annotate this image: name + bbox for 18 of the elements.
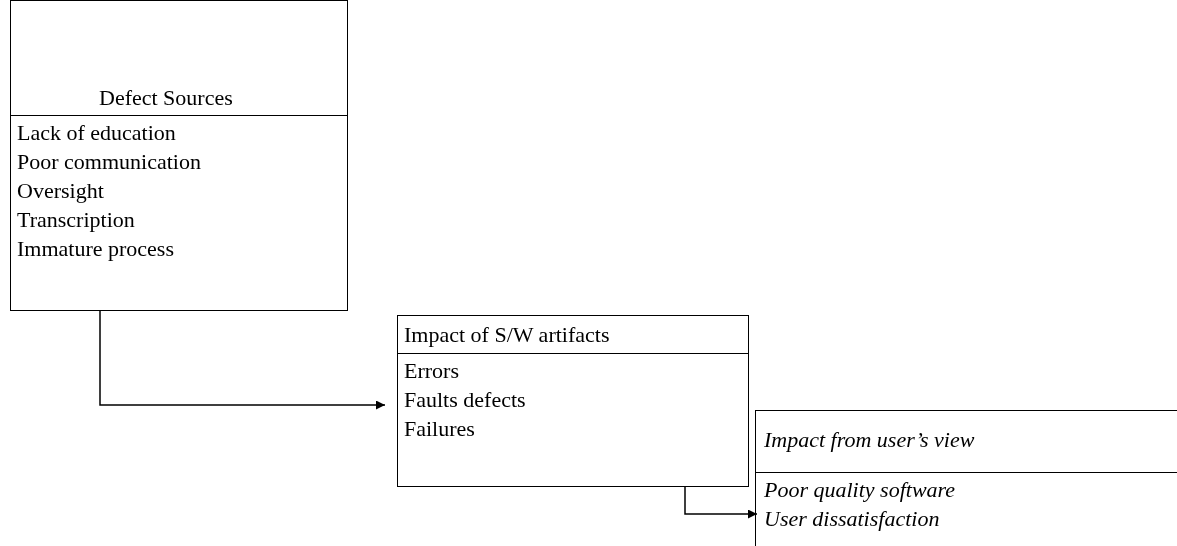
list-item: Lack of education xyxy=(17,119,176,147)
list-item: Poor communication xyxy=(17,148,201,176)
box-heading: Defect Sources xyxy=(99,84,233,112)
box-heading: Impact of S/W artifacts xyxy=(404,321,610,349)
text-box xyxy=(397,315,749,487)
arrow xyxy=(99,310,386,410)
list-item: Oversight xyxy=(17,177,104,205)
box-heading: Impact from user’s view xyxy=(764,426,975,454)
list-item: Faults defects xyxy=(404,386,526,414)
list-item: Transcription xyxy=(17,206,135,234)
list-item: Immature process xyxy=(17,235,174,263)
list-item: User dissatisfaction xyxy=(764,505,940,533)
list-item: Failures xyxy=(404,415,475,443)
list-item: Errors xyxy=(404,357,459,385)
text-box xyxy=(10,0,348,311)
arrow xyxy=(684,486,758,519)
text-box xyxy=(755,410,1177,546)
list-item: Poor quality software xyxy=(764,476,956,504)
